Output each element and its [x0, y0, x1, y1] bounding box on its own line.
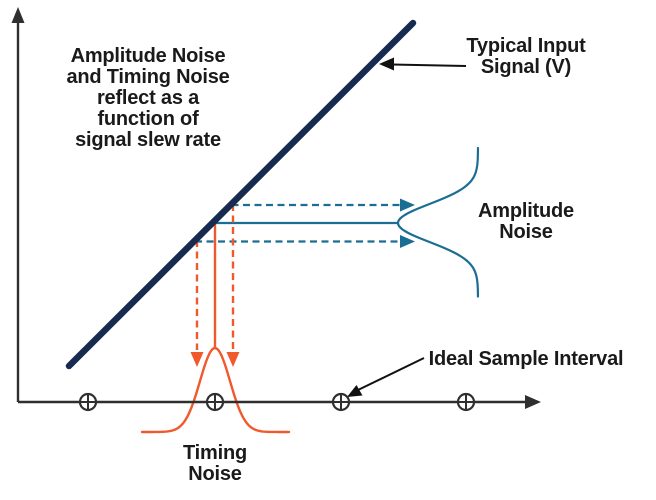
timing-projection-lines [190, 204, 240, 367]
up-arrowhead-icon [11, 7, 25, 23]
down-left-arrowhead-icon [347, 385, 363, 397]
sample-point-marker-icon [205, 392, 225, 412]
down-arrowhead-icon [226, 352, 240, 367]
right-arrowhead-icon [525, 395, 541, 409]
right-arrowhead-icon [400, 235, 415, 248]
sample-point-marker-icon [456, 392, 476, 412]
sample-point-marker-icon [78, 392, 98, 412]
timing-noise-label: Timing Noise [183, 442, 247, 485]
slew-rate-note: Amplitude Noise and Timing Noise reflect… [66, 45, 230, 151]
timing-noise-gaussian-curve [140, 346, 291, 434]
left-arrowhead-icon [379, 57, 394, 71]
down-arrowhead-icon [190, 352, 204, 367]
amplitude-noise-gaussian-curve [396, 146, 480, 298]
input-signal-line [65, 19, 417, 370]
amplitude-noise-label: Amplitude Noise [478, 200, 574, 243]
right-arrowhead-icon [400, 198, 415, 212]
sample-markers [78, 392, 476, 412]
annotation-line [357, 357, 425, 391]
sample-point-marker-icon [331, 392, 351, 412]
input-signal-annotation-arrow [379, 57, 467, 71]
ideal-sample-annotation-arrow [347, 357, 425, 397]
amplitude-projection-lines [195, 198, 415, 248]
ideal-sample-interval-label: Ideal Sample Interval [428, 348, 624, 370]
axes [11, 7, 541, 409]
input-signal-label: Typical Input Signal (V) [466, 35, 586, 78]
annotation-line [391, 63, 467, 67]
